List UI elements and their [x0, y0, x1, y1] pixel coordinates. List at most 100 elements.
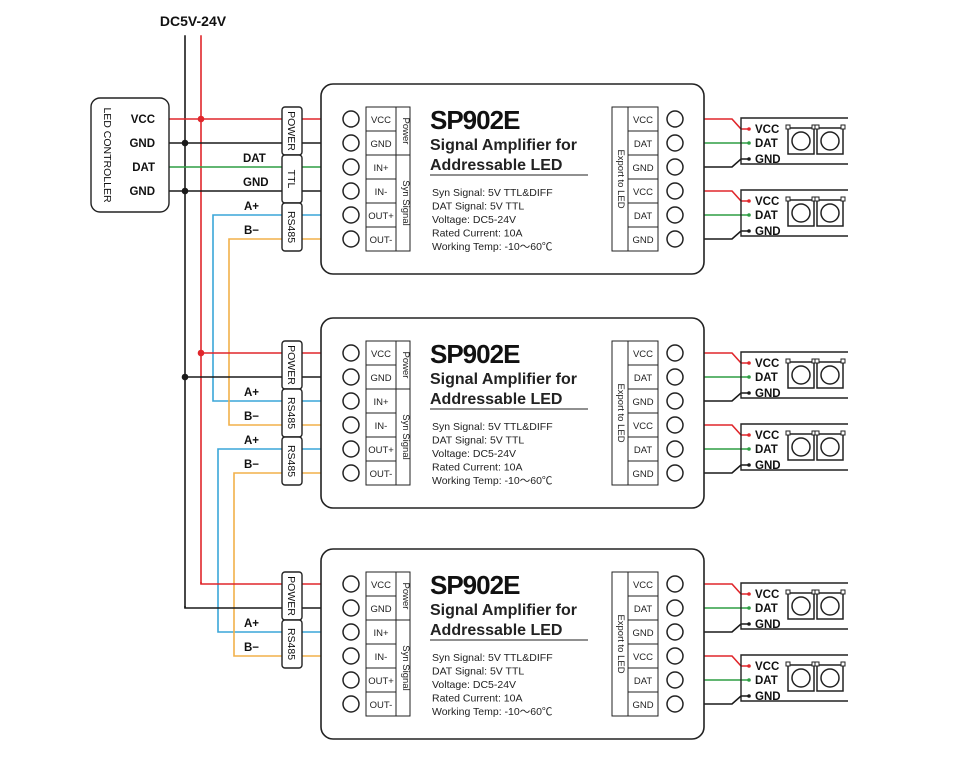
port-group-tag — [281, 436, 303, 486]
input-terminal-screw — [342, 599, 360, 617]
led-strip-pin-dot — [747, 606, 751, 610]
led-strip-pin-vcc: VCC — [755, 124, 779, 136]
led-lens — [820, 668, 840, 688]
output-terminal-label-vcc: VCC — [633, 115, 653, 126]
input-terminal-label-in: IN+ — [373, 163, 389, 174]
led-lens — [820, 437, 840, 457]
led-strip-pin-dot — [747, 141, 751, 145]
led-strip-pin-dat: DAT — [755, 444, 778, 456]
output-terminal-label-vcc: VCC — [633, 421, 653, 432]
output-terminal-screw — [666, 416, 684, 434]
input-terminal-label-in: IN+ — [373, 397, 389, 408]
led-strip-pin-dot — [747, 127, 751, 131]
led-strip-pin-dot — [747, 592, 751, 596]
led-vcc-wire — [683, 583, 748, 595]
input-terminal-screw — [342, 368, 360, 386]
output-terminal-label-gnd: GND — [632, 397, 653, 408]
unit-spec-line: Voltage: DC5-24V — [432, 679, 516, 691]
led-chip-tab — [785, 196, 791, 202]
power-group-label: Power — [400, 583, 411, 610]
port-group-tag-label: RS485 — [285, 445, 297, 477]
led-vcc-wire — [683, 190, 748, 202]
led-lens — [791, 596, 811, 616]
junction-dot — [197, 115, 205, 123]
led-strip-pin-dot — [747, 463, 751, 467]
led-strip-pin-dat: DAT — [755, 138, 778, 150]
output-terminal-screw — [666, 671, 684, 689]
port-group-tag — [281, 619, 303, 669]
a-plus-wire-label: A+ — [244, 618, 259, 630]
power-group-label: Power — [400, 118, 411, 145]
output-terminal-screw — [666, 647, 684, 665]
output-terminal-screw — [666, 158, 684, 176]
unit-model-title: SP902E — [430, 339, 520, 369]
led-lens — [791, 365, 811, 385]
amplifier-unit-box — [320, 548, 705, 740]
led-lens — [820, 203, 840, 223]
led-strip-pin-dot — [747, 229, 751, 233]
unit-spec-line: Working Temp: -10～60℃ — [432, 475, 553, 487]
led-strip-pin-dat: DAT — [755, 603, 778, 615]
syn-signal-group-label: Syn Signal — [400, 180, 411, 225]
controller-pin-gnd: GND — [129, 186, 155, 198]
input-terminal-label-out: OUT+ — [368, 445, 394, 456]
output-terminal-label-dat: DAT — [634, 676, 652, 687]
amplifier-unit-box — [320, 83, 705, 275]
led-controller-label: LED CONTROLLER — [101, 107, 113, 203]
led-lens — [791, 203, 811, 223]
a-plus-wire — [212, 214, 343, 402]
led-strip-pin-dat: DAT — [755, 372, 778, 384]
led-chip-tab — [785, 358, 791, 364]
unit-spec-line: Rated Current: 10A — [432, 693, 522, 705]
unit-subtitle-line1: Signal Amplifier for — [430, 602, 577, 619]
power-group-label: Power — [400, 352, 411, 379]
input-terminal-label-in: IN+ — [373, 628, 389, 639]
input-terminal-screw — [342, 575, 360, 593]
input-terminal-label-vcc: VCC — [371, 580, 391, 591]
gnd-wire — [184, 606, 343, 609]
output-terminal-screw — [666, 695, 684, 713]
unit-spec-line: Voltage: DC5-24V — [432, 448, 516, 460]
led-strip-pin-dat: DAT — [755, 675, 778, 687]
led-strip-pin-gnd: GND — [755, 460, 781, 472]
led-strip-pin-gnd: GND — [755, 691, 781, 703]
a-plus-wire-label: A+ — [244, 435, 259, 447]
port-group-tag-label: POWER — [285, 111, 297, 151]
led-controller-box — [90, 97, 170, 213]
input-terminal-screw — [342, 416, 360, 434]
output-terminal-screw — [666, 440, 684, 458]
controller-pin-vcc: VCC — [131, 114, 155, 126]
junction-dot — [181, 139, 189, 147]
output-terminal-screw — [666, 392, 684, 410]
port-group-tag-label: RS485 — [285, 397, 297, 429]
led-strip-pin-vcc: VCC — [755, 430, 779, 442]
led-strip-pin-dot — [747, 622, 751, 626]
output-terminal-label-dat: DAT — [634, 445, 652, 456]
unit-spec-line: Working Temp: -10～60℃ — [432, 706, 553, 718]
led-lens — [820, 365, 840, 385]
output-terminal-screw — [666, 623, 684, 641]
input-terminal-screw — [342, 110, 360, 128]
amplifier-unit-box — [320, 317, 705, 509]
led-strip-pin-dot — [747, 678, 751, 682]
led-chip-tab — [785, 589, 791, 595]
b-minus-wire-label: B− — [244, 459, 259, 471]
output-terminal-label-gnd: GND — [632, 235, 653, 246]
led-strip-pin-dot — [747, 213, 751, 217]
led-vcc-wire — [683, 352, 748, 364]
led-strip-pin-dot — [747, 375, 751, 379]
input-terminal-screw — [342, 158, 360, 176]
led-strip-pin-gnd: GND — [755, 388, 781, 400]
led-strip-pin-gnd: GND — [755, 226, 781, 238]
a-plus-wire-label: A+ — [244, 201, 259, 213]
port-group-tag-label: RS485 — [285, 628, 297, 660]
input-terminal-label-gnd: GND — [370, 139, 391, 150]
led-lens — [791, 668, 811, 688]
output-terminal-label-gnd: GND — [632, 700, 653, 711]
output-terminal-screw — [666, 230, 684, 248]
dat-wire-label: DAT — [243, 153, 266, 165]
port-group-tag-label: POWER — [285, 576, 297, 616]
unit-spec-line: DAT Signal: 5V TTL — [432, 666, 524, 678]
led-strip-pin-dat: DAT — [755, 210, 778, 222]
